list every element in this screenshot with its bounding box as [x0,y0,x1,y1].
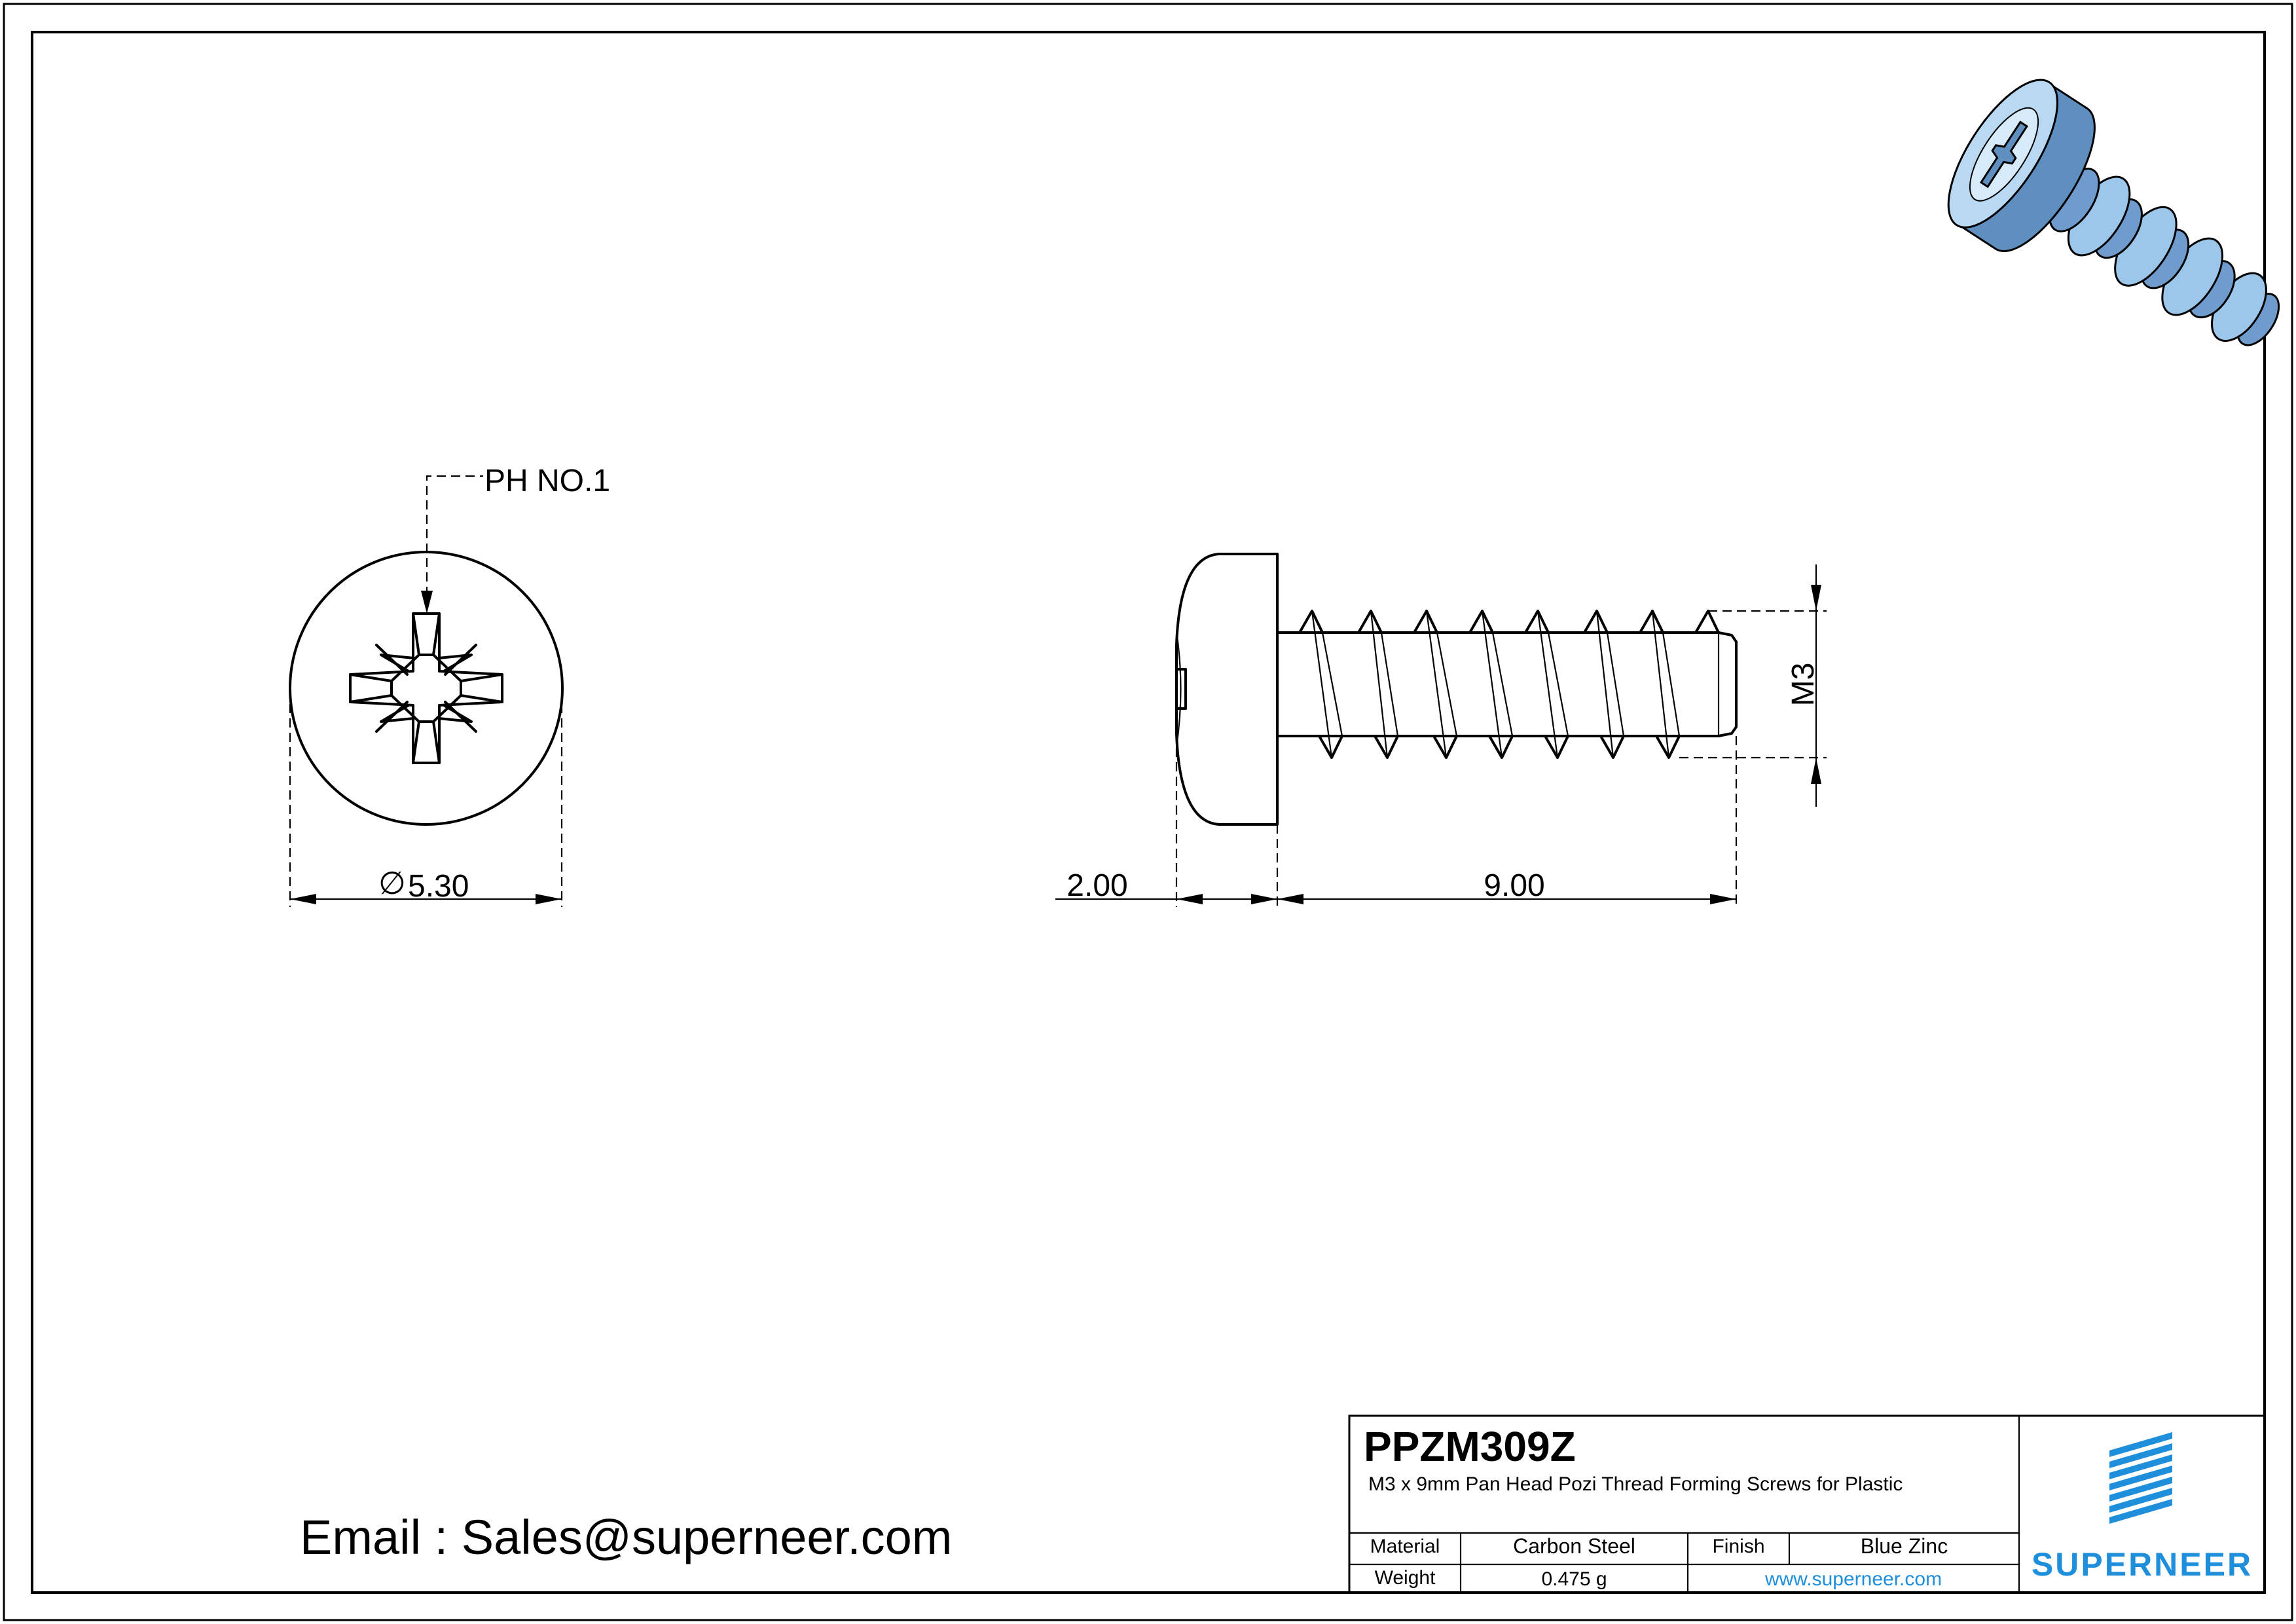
front-view: PH NO.1 ∅ 5.30 [289,464,610,907]
dim-head-height: 2.00 [1066,868,1127,903]
drive-callout: PH NO.1 [484,464,610,498]
dim-thread-size: M3 [1786,663,1821,707]
finish-label: Finish [1712,1536,1765,1557]
drive-leader [426,475,483,610]
screw-3d-render [1947,79,2280,346]
dim-head-diameter: 5.30 [408,869,469,904]
title-block [1348,1414,2266,1594]
screw-tip [1717,631,1738,737]
superneer-stripes-logo [2109,1432,2172,1524]
material-label: Material [1370,1536,1440,1557]
pan-head [1175,553,1279,826]
contact-email[interactable]: Email : Sales@superneer.com [300,1510,953,1564]
website-link[interactable]: www.superneer.com [1764,1568,1942,1590]
drive-arrow [421,591,433,614]
material-value: Carbon Steel [1513,1534,1635,1558]
finish-value: Blue Zinc [1860,1534,1948,1558]
dim-length: 9.00 [1484,868,1544,903]
thread-profile [1298,610,1720,759]
part-description: M3 x 9mm Pan Head Pozi Thread Forming Sc… [1368,1473,1903,1495]
outer-border [3,3,2293,1621]
brand-name: SUPERNEER [2031,1546,2253,1583]
weight-value: 0.475 g [1541,1568,1607,1590]
inner-border [31,31,2266,1594]
diameter-symbol: ∅ [378,866,406,901]
pozi-recess-icon [349,612,503,764]
weight-label: Weight [1374,1567,1436,1589]
recess-slot [1175,668,1187,710]
part-number: PPZM309Z [1364,1423,1576,1470]
side-view: M3 2.00 9.00 [1055,553,1827,907]
